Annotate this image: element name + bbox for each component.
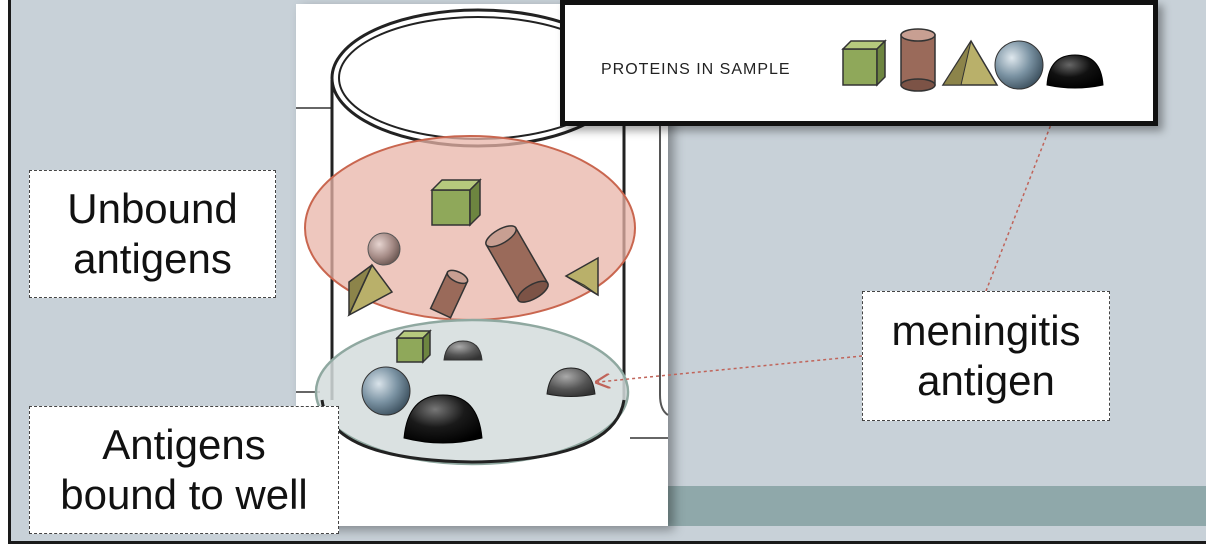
legend-shapes	[841, 28, 1104, 92]
hemisphere-icon	[403, 394, 483, 444]
footer-band	[668, 486, 1206, 526]
blue-sphere-icon	[994, 40, 1044, 90]
olive-pyramid-icon	[941, 39, 999, 86]
pyramid-icon	[347, 263, 394, 317]
cube-icon	[430, 178, 482, 227]
cylinder-icon	[485, 225, 549, 303]
bound-antigens-label: Antigens bound to well	[29, 406, 339, 534]
green-cube-icon	[841, 39, 887, 87]
legend-title: PROTEINS IN SAMPLE	[601, 61, 791, 78]
well-cylinder	[296, 8, 669, 439]
pyramid-icon	[564, 256, 599, 297]
sphere-icon	[367, 232, 401, 266]
bound-zone	[314, 318, 630, 466]
brown-cylinder-icon	[900, 28, 936, 92]
black-hemisphere-icon	[1046, 54, 1104, 89]
arrow-to-bound-antigen	[598, 355, 863, 382]
unbound-antigens-label: Unbound antigens	[29, 170, 276, 298]
legend-box: PROTEINS IN SAMPLE	[560, 0, 1158, 126]
hemisphere-icon	[546, 367, 596, 397]
cylinder-icon	[429, 269, 469, 319]
hemisphere-icon	[443, 340, 483, 361]
arrow-to-legend-antigen	[985, 86, 1066, 292]
sphere-icon	[361, 366, 411, 416]
cube-icon	[395, 329, 432, 364]
meningitis-antigen-label: meningitis antigen	[862, 291, 1110, 421]
